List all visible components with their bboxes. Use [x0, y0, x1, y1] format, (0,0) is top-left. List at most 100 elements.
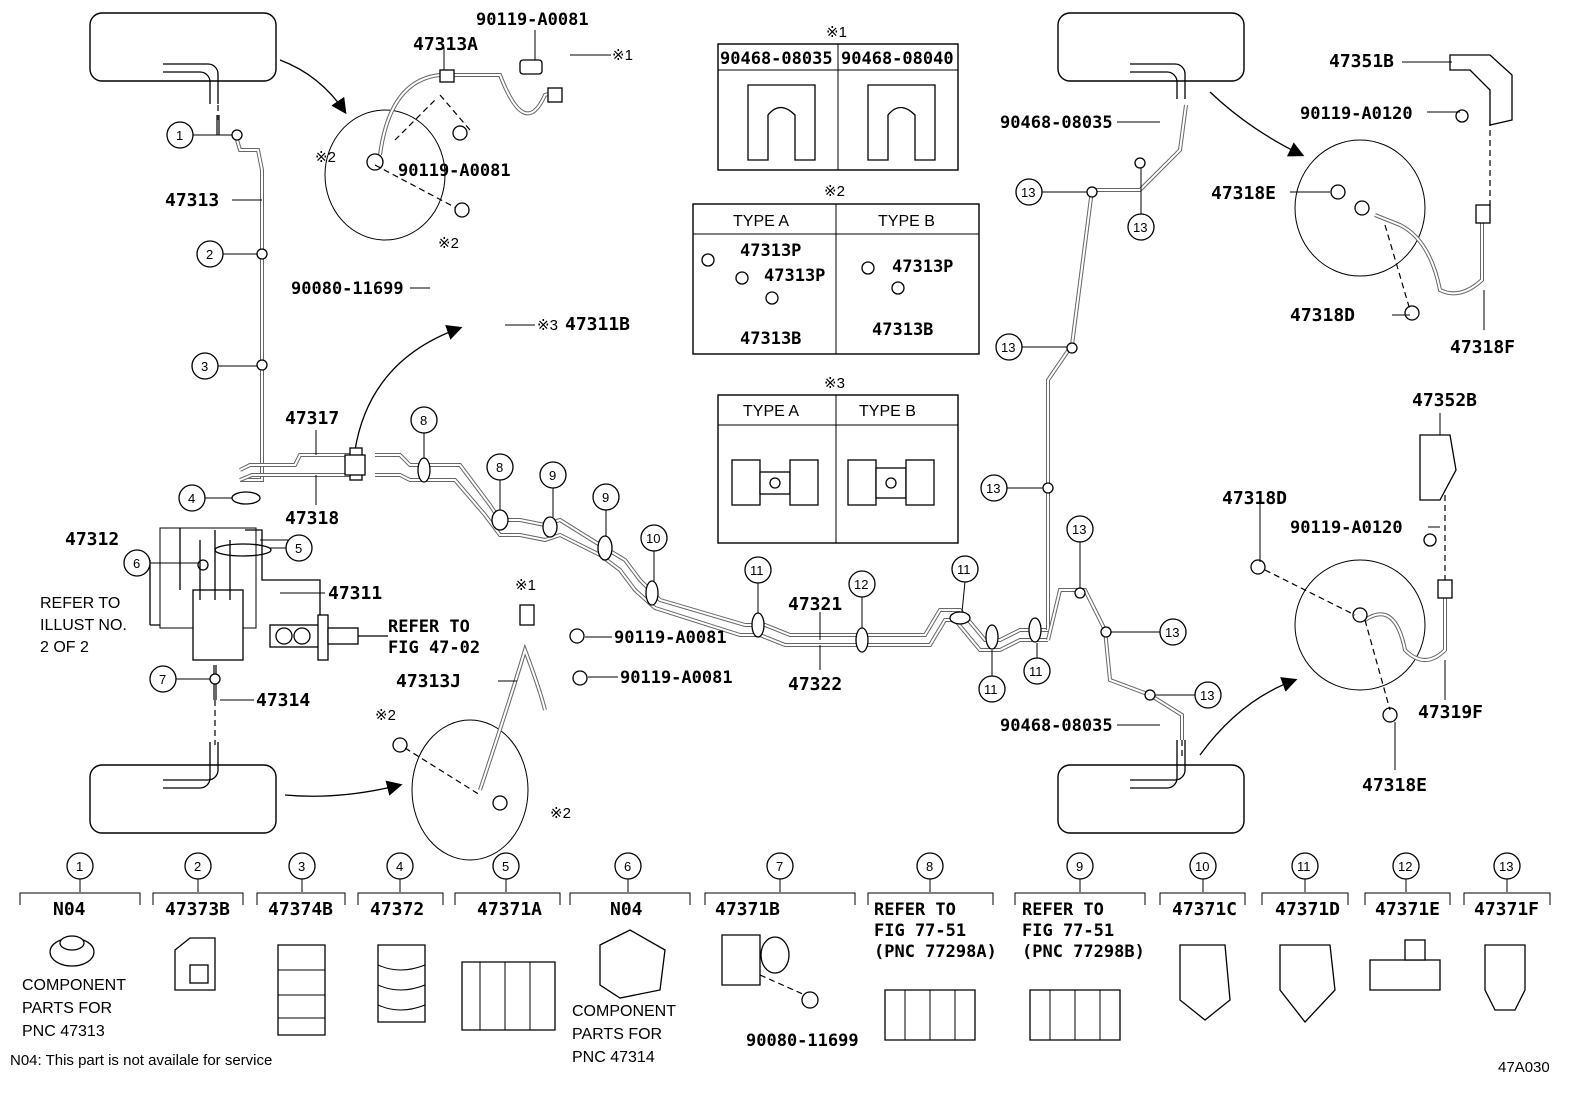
- callout-3: 3: [191, 352, 257, 380]
- mark-3-j: ※3: [537, 317, 558, 334]
- callout-13a: 13: [1015, 178, 1087, 206]
- svg-text:9: 9: [549, 468, 556, 483]
- legend-item-4: 4 47372: [357, 852, 444, 1023]
- svg-text:47374B: 47374B: [268, 899, 333, 920]
- svg-text:47371E: 47371E: [1375, 899, 1440, 920]
- svg-text:13: 13: [1133, 220, 1147, 235]
- callout-13f: 13: [1111, 618, 1187, 646]
- wheel-front-left: [89, 12, 277, 104]
- svg-text:11: 11: [984, 682, 998, 697]
- mark-2: ※2: [824, 183, 845, 200]
- pn-47314: 47314: [256, 690, 310, 711]
- pn-47311B: 47311B: [565, 314, 630, 335]
- mark-1: ※1: [826, 24, 847, 41]
- svg-text:2: 2: [206, 247, 213, 262]
- svg-text:PARTS FOR: PARTS FOR: [22, 1000, 112, 1017]
- svg-text:REFER TO: REFER TO: [874, 900, 956, 920]
- mark-2-rl-b: ※2: [550, 805, 571, 822]
- mark-2-fl: ※2: [315, 149, 336, 166]
- svg-text:12: 12: [1398, 859, 1412, 874]
- arrow-front-right: [1209, 91, 1305, 157]
- svg-text:47371C: 47371C: [1172, 899, 1237, 920]
- svg-text:2: 2: [194, 859, 201, 874]
- figure-id: 47A030: [1498, 1059, 1550, 1076]
- svg-text:FIG 77-51: FIG 77-51: [874, 921, 966, 941]
- callout-8b: 8: [486, 453, 514, 510]
- pn-47318D-fr: 47318D: [1290, 305, 1355, 326]
- svg-text:5: 5: [295, 541, 302, 556]
- pn-47322: 47322: [788, 674, 842, 695]
- legend-item-12: 12 47371E: [1364, 852, 1451, 991]
- type-b-label-3: TYPE B: [859, 403, 916, 420]
- wheel-rear-right: [1057, 740, 1245, 834]
- pn-47318: 47318: [285, 508, 339, 529]
- pn-47318F: 47318F: [1450, 337, 1515, 358]
- type-a-label-3: TYPE A: [743, 403, 799, 420]
- svg-text:PNC 47313: PNC 47313: [22, 1023, 105, 1040]
- svg-text:10: 10: [646, 531, 660, 546]
- svg-text:13: 13: [1001, 340, 1015, 355]
- pn-47311: 47311: [328, 583, 382, 604]
- pn-90119-A0081-top: 90119-A0081: [476, 10, 589, 30]
- svg-text:47371D: 47371D: [1275, 899, 1340, 920]
- callout-5: 5: [270, 534, 313, 562]
- pn-47318E-rr: 47318E: [1362, 775, 1427, 796]
- callout-13c: 13: [995, 333, 1067, 361]
- callout-11b: 11: [951, 555, 979, 613]
- detail-circle-fr: [1294, 139, 1426, 277]
- svg-text:11: 11: [1029, 664, 1043, 679]
- mark-1-rl: ※1: [515, 577, 536, 594]
- callout-13g: 13: [1155, 681, 1222, 709]
- detail-rr-parts: [1250, 434, 1457, 723]
- mark-2-rl: ※2: [375, 707, 396, 724]
- arrow-junction: [354, 325, 463, 451]
- svg-text:13: 13: [1021, 185, 1035, 200]
- svg-text:7: 7: [776, 859, 783, 874]
- type-a-label: TYPE A: [733, 213, 789, 230]
- svg-text:8: 8: [420, 413, 427, 428]
- svg-text:13: 13: [986, 481, 1000, 496]
- svg-text:47371F: 47371F: [1474, 899, 1539, 920]
- mark-3: ※3: [824, 375, 845, 392]
- callout-12: 12: [848, 570, 876, 628]
- pn-90468-08035-fr: 90468-08035: [1000, 113, 1113, 133]
- wheel-front-right: [1057, 12, 1245, 99]
- pn-90119-A0120-fr: 90119-A0120: [1300, 104, 1413, 124]
- callout-7: 7: [149, 665, 210, 693]
- pn-47319F: 47319F: [1418, 702, 1483, 723]
- refer-fig-2: FIG 47-02: [388, 638, 480, 658]
- callout-6: 6: [123, 549, 198, 577]
- pn-47313A: 47313A: [413, 34, 478, 55]
- legend-item-1: 1 N04 COMPONENT PARTS FOR PNC 47313: [19, 852, 141, 1040]
- svg-text:9: 9: [1076, 859, 1083, 874]
- svg-text:(PNC 77298B): (PNC 77298B): [1022, 942, 1145, 962]
- pn-47317: 47317: [285, 408, 339, 429]
- callout-13e: 13: [1066, 515, 1094, 588]
- note-box-2: ※2 TYPE A TYPE B 47313P 47313P 47313B 47…: [692, 183, 980, 355]
- svg-text:11: 11: [957, 562, 971, 577]
- svg-text:(PNC 77298A): (PNC 77298A): [874, 942, 997, 962]
- svg-text:9: 9: [602, 490, 609, 505]
- pn-90080-11699: 90080-11699: [291, 279, 404, 299]
- mark-2-fl-b: ※2: [438, 235, 459, 252]
- note-box-1: ※1 90468-08035 90468-08040: [717, 24, 959, 171]
- arrow-rear-left: [284, 780, 403, 797]
- callout-11c: 11: [978, 650, 1006, 703]
- wheel-rear-left: [89, 742, 277, 834]
- legend-item-7: 7 47371B 90080-11699: [704, 852, 859, 1051]
- legend-item-3: 3 47374B: [256, 852, 346, 1036]
- junction-block: [344, 447, 366, 481]
- svg-text:1: 1: [76, 859, 83, 874]
- pn-90119-A0120-rr: 90119-A0120: [1290, 518, 1403, 538]
- svg-text:11: 11: [1297, 859, 1311, 874]
- svg-text:13: 13: [1165, 625, 1179, 640]
- callout-2: 2: [196, 240, 257, 268]
- svg-text:47371B: 47371B: [715, 899, 780, 920]
- callout-11d: 11: [1023, 643, 1051, 685]
- svg-text:PNC 47314: PNC 47314: [572, 1049, 655, 1066]
- pn-90119-A0081-mid: 90119-A0081: [398, 161, 511, 181]
- svg-text:12: 12: [854, 577, 868, 592]
- detail-circle-fl: [324, 109, 446, 241]
- detail-fr-parts: [1330, 54, 1513, 321]
- callout-13b: 13: [1127, 168, 1155, 241]
